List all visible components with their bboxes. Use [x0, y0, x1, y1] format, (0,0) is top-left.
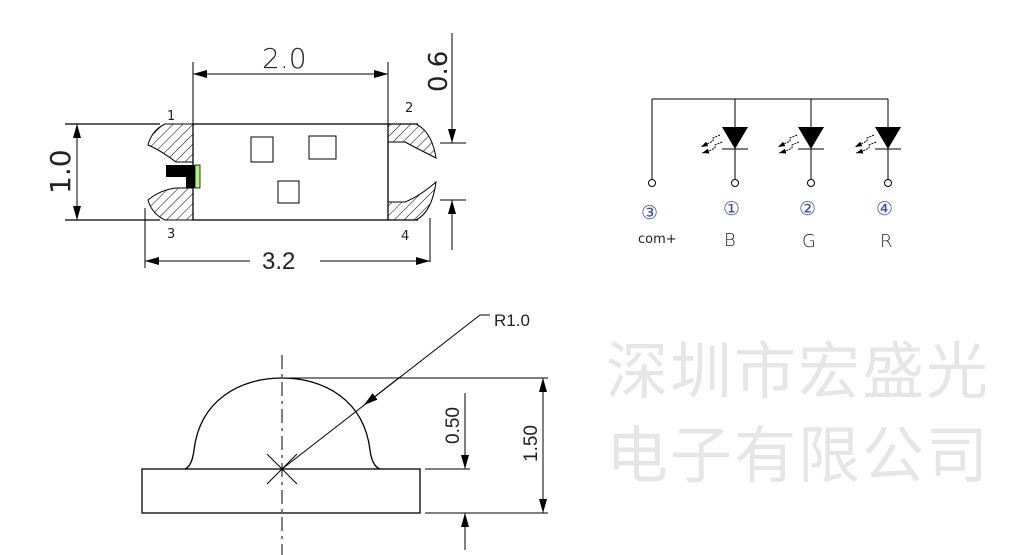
dim-pad-label: 0.6	[424, 51, 454, 92]
top-view: 1 2 3 4 2.0 1.0 3.2 0.6	[44, 33, 466, 275]
chip-red	[277, 180, 300, 204]
dim-height-label: 1.50	[521, 425, 542, 462]
dim-inner-label: 2.0	[262, 42, 307, 75]
pin-num-com: ③	[641, 202, 658, 224]
chip-green	[308, 135, 337, 160]
pin-label-3: 3	[167, 227, 175, 242]
led-body-top	[192, 123, 389, 221]
diode-green	[777, 99, 824, 187]
pad-2	[387, 123, 437, 159]
pin-label-1: 1	[167, 109, 175, 124]
pin-num-b: ①	[723, 198, 740, 220]
side-view: R1.0 1.50 0.50	[141, 311, 548, 555]
pin-label-4: 4	[401, 229, 409, 244]
polarity-mark	[166, 165, 195, 188]
pin-terminal-com	[648, 179, 656, 187]
polarity-stripe	[194, 164, 201, 189]
pad-4	[387, 180, 437, 221]
circuit-schematic: ③ ① ② ④ com+ B G R	[638, 98, 901, 252]
diode-blue	[700, 99, 748, 187]
pin-num-g: ②	[799, 198, 816, 220]
pin-name-g: G	[802, 231, 816, 252]
lens-dome	[184, 377, 381, 470]
pin-name-com: com+	[638, 232, 677, 247]
dim-base-label: 0.50	[443, 407, 464, 444]
pin-label-2: 2	[405, 101, 413, 116]
watermark-text: 深圳市宏盛光电子有限公司	[606, 335, 991, 492]
dim-width-label: 1.0	[44, 149, 77, 194]
dim-length-label: 3.2	[262, 248, 295, 275]
pad-3	[147, 187, 194, 221]
led-base-side	[141, 468, 421, 514]
pin-name-b: B	[724, 230, 736, 251]
radius-label: R1.0	[494, 311, 530, 330]
diode-red	[854, 99, 901, 187]
pad-1	[147, 123, 194, 163]
pin-num-r: ④	[876, 198, 893, 220]
pin-name-r: R	[880, 231, 893, 252]
chip-blue	[250, 136, 274, 163]
